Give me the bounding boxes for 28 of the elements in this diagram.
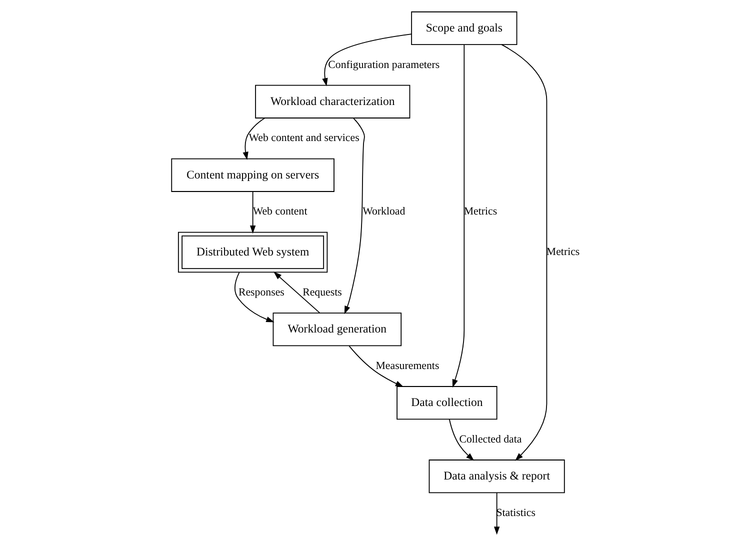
edge-label: Workload: [362, 206, 405, 218]
node-box: Distributed Web system: [177, 232, 328, 273]
arrow: [348, 346, 404, 388]
node-box: Data collection: [396, 386, 497, 420]
node-box: Data analysis & report: [428, 460, 564, 494]
arrow: [249, 191, 256, 234]
edge-label: Configuration parameters: [328, 58, 440, 71]
node-box: Workload generation: [272, 312, 402, 346]
edge-label: Measurements: [375, 360, 439, 372]
node-box: Content mapping on servers: [170, 158, 334, 192]
arrow: [493, 492, 500, 535]
edge-label: Responses: [238, 286, 284, 298]
node-box: Workload characterization: [254, 84, 410, 118]
arrow: [273, 272, 320, 314]
arrow: [242, 118, 265, 160]
arrow: [452, 44, 464, 388]
arrow: [500, 44, 547, 461]
arrow: [448, 418, 474, 461]
edge-label: Web content: [252, 206, 307, 218]
arrow: [234, 272, 274, 322]
edge-label: Metrics: [463, 206, 497, 218]
edge-label: Metrics: [546, 246, 580, 258]
arrow: [322, 34, 412, 86]
node-box: Scope and goals: [410, 11, 517, 45]
edge-label: Requests: [302, 286, 342, 298]
arrow: [344, 118, 364, 314]
edge-label: Web content and services: [248, 132, 359, 144]
edge-label: Collected data: [458, 433, 522, 446]
